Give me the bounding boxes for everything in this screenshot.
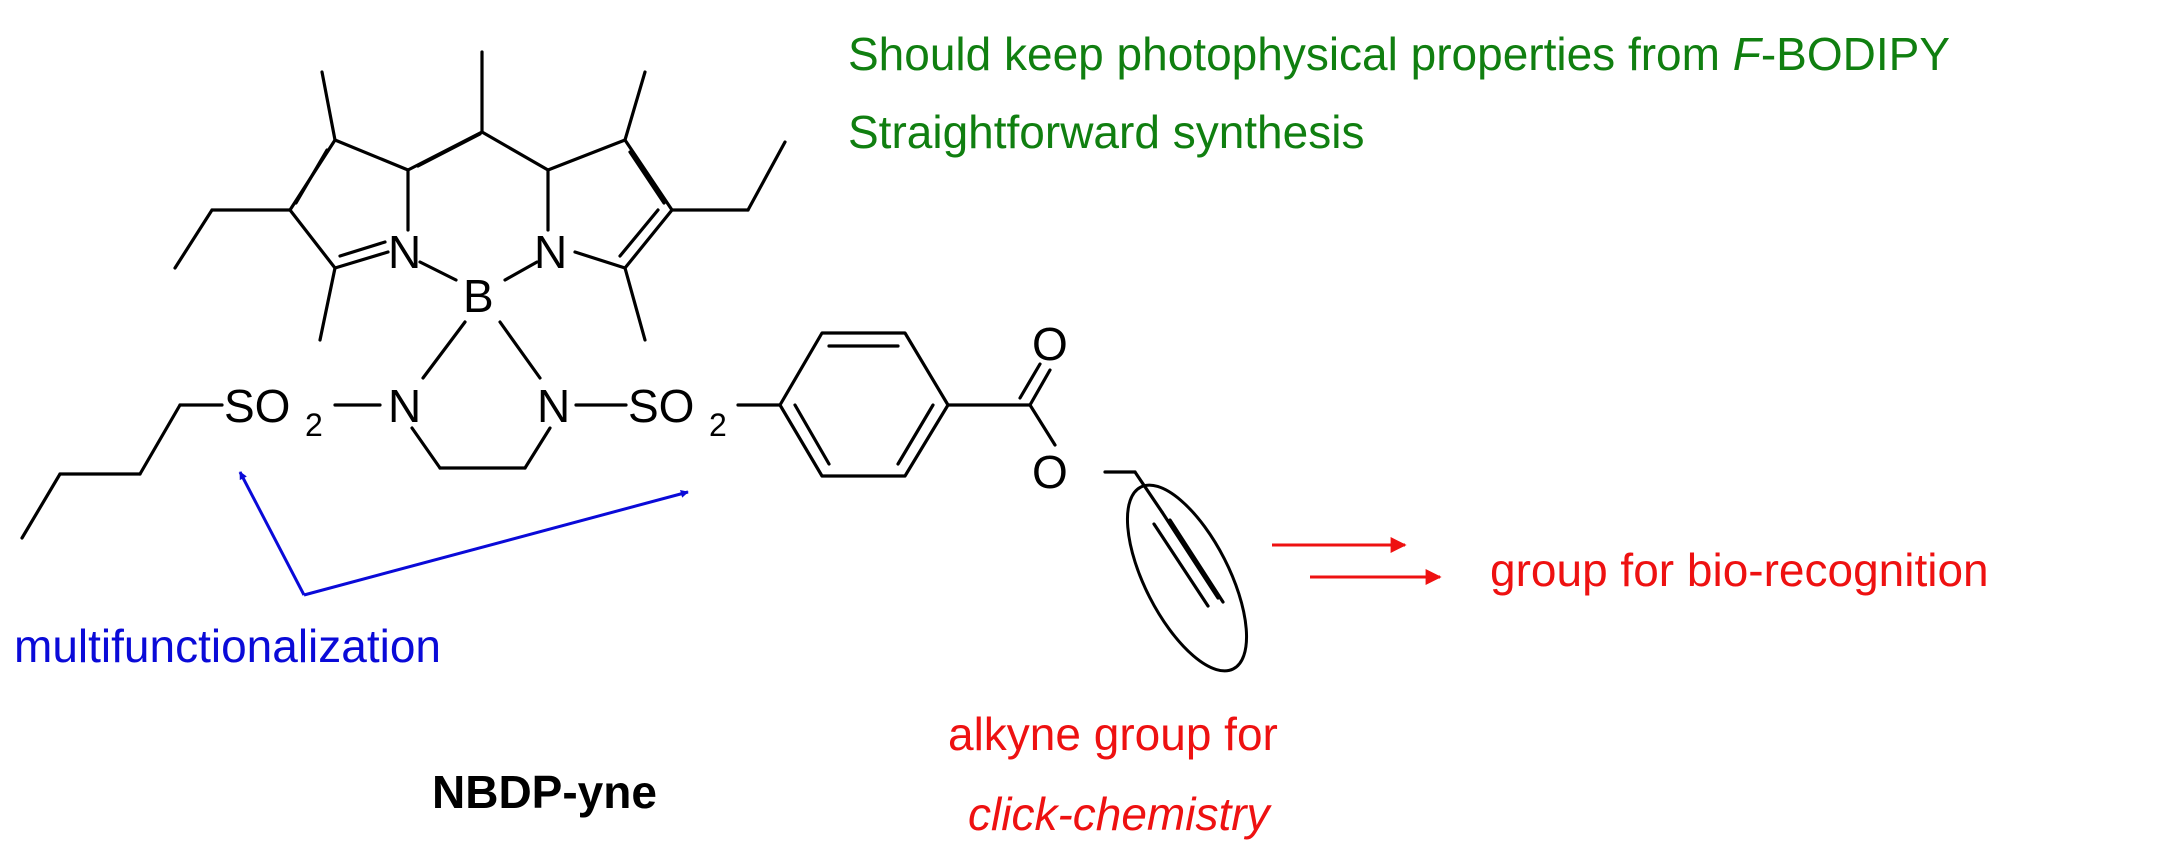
sulfonyl-left: SO <box>224 380 290 432</box>
bodipy-core <box>173 50 787 470</box>
ester-linker <box>946 362 1225 608</box>
atom-n-left: N <box>388 226 421 278</box>
multifunctionalization-arrows <box>238 471 689 597</box>
atom-n-diamine-right: N <box>537 380 570 432</box>
reaction-arrows <box>1272 537 1442 585</box>
benzene-ring <box>736 331 950 478</box>
atom-oxygen-ester: O <box>1032 446 1068 498</box>
biorecognition-label: group for bio-recognition <box>1490 544 1989 596</box>
alkyne-highlight-ellipse <box>1125 483 1249 673</box>
note-synthesis: Straightforward synthesis <box>848 106 1364 158</box>
alkyne-label-line1: alkyne group for <box>948 708 1278 760</box>
sulfonyl-right-subscript: 2 <box>709 407 727 443</box>
sulfonyl-right: SO <box>628 380 694 432</box>
butyl-chain <box>20 403 382 540</box>
atom-oxygen-carbonyl: O <box>1032 318 1068 370</box>
atom-n-diamine-left: N <box>388 380 421 432</box>
atom-boron: B <box>463 270 494 322</box>
multifunctionalization-label: multifunctionalization <box>14 620 441 672</box>
sulfonyl-left-subscript: 2 <box>305 407 323 443</box>
compound-label: NBDP-yne <box>432 766 657 818</box>
alkyne-label-line2: click-chemistry <box>968 788 1273 840</box>
atom-n-right: N <box>534 226 567 278</box>
note-photophysical: Should keep photophysical properties fro… <box>848 28 1950 80</box>
